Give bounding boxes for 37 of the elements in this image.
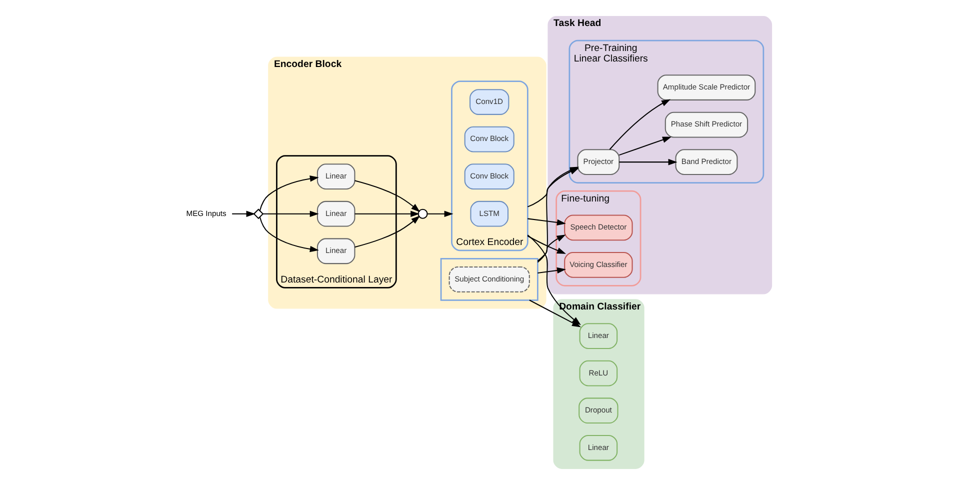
node-box: Projector <box>576 149 620 176</box>
arrow <box>426 210 453 217</box>
node-box: Linear <box>316 200 355 227</box>
arrow <box>608 99 670 150</box>
arrow <box>258 216 318 252</box>
node-box: Dropout <box>578 398 618 424</box>
arrow <box>527 218 566 226</box>
arrow <box>618 136 672 156</box>
node-box: Linear <box>316 164 355 190</box>
node-box: Linear <box>578 434 618 461</box>
arrow <box>354 180 420 212</box>
node-text: MEG Inputs <box>186 208 226 218</box>
arrow <box>354 216 420 248</box>
node-box: Band Predictor <box>674 149 738 176</box>
node-box: Phase Shift Predictor <box>664 112 748 138</box>
arrow <box>258 176 318 211</box>
node-box: Linear <box>578 323 618 349</box>
node-box: Conv Block <box>464 126 514 152</box>
arrow <box>232 210 255 217</box>
node-box: Amplitude Scale Predictor <box>656 74 756 100</box>
node-box: ReLU <box>578 360 618 386</box>
arrow <box>262 210 318 217</box>
node-box: Subject Conditioning <box>448 266 530 292</box>
arrow <box>354 210 420 217</box>
arrow <box>536 234 566 262</box>
node-box: Linear <box>316 238 355 264</box>
cluster <box>440 258 538 301</box>
arrow <box>618 158 677 166</box>
arrow <box>537 267 566 274</box>
node-diamond <box>252 208 264 220</box>
node-box: Conv1D <box>469 89 509 115</box>
node-box: LSTM <box>470 200 508 227</box>
arrow <box>526 236 566 254</box>
node-box: Conv Block <box>464 164 514 190</box>
node-box: Speech Detector <box>564 214 632 241</box>
node-box: Voicing Classifier <box>564 252 632 278</box>
node-circle <box>417 208 428 219</box>
